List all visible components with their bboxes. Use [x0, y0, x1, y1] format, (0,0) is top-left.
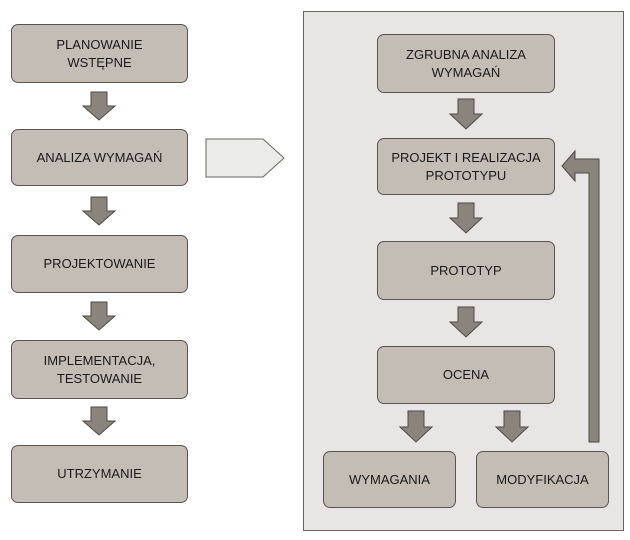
down-arrow-icon: [398, 410, 434, 443]
down-arrow-icon: [81, 301, 117, 331]
modification-outcome: MODYFIKACJA: [476, 451, 609, 508]
requirements-outcome: WYMAGANIA: [323, 451, 456, 508]
down-arrow-icon: [494, 410, 530, 443]
down-arrow-icon: [81, 196, 117, 226]
down-arrow-icon: [448, 306, 484, 338]
down-arrow-icon: [448, 202, 484, 234]
requirements-analysis-step: ANALIZA WYMAGAŃ: [11, 129, 188, 186]
rough-requirements-analysis-step: ZGRUBNA ANALIZA WYMAGAŃ: [377, 34, 555, 93]
feedback-loop-arrow-icon: [561, 149, 600, 443]
evaluation-step: OCENA: [377, 346, 555, 404]
maintenance-step: UTRZYMANIE: [11, 445, 188, 503]
down-arrow-icon: [81, 406, 117, 436]
prototype-step: PROTOTYP: [377, 241, 555, 300]
down-arrow-icon: [81, 91, 117, 121]
transition-arrow-icon: [205, 138, 285, 178]
implementation-testing-step: IMPLEMENTACJA, TESTOWANIE: [11, 340, 188, 399]
planning-step: PLANOWANIE WSTĘPNE: [11, 24, 188, 83]
down-arrow-icon: [448, 98, 484, 130]
design-step: PROJEKTOWANIE: [11, 235, 188, 293]
prototype-design-build-step: PROJEKT I REALIZACJA PROTOTYPU: [377, 138, 555, 195]
